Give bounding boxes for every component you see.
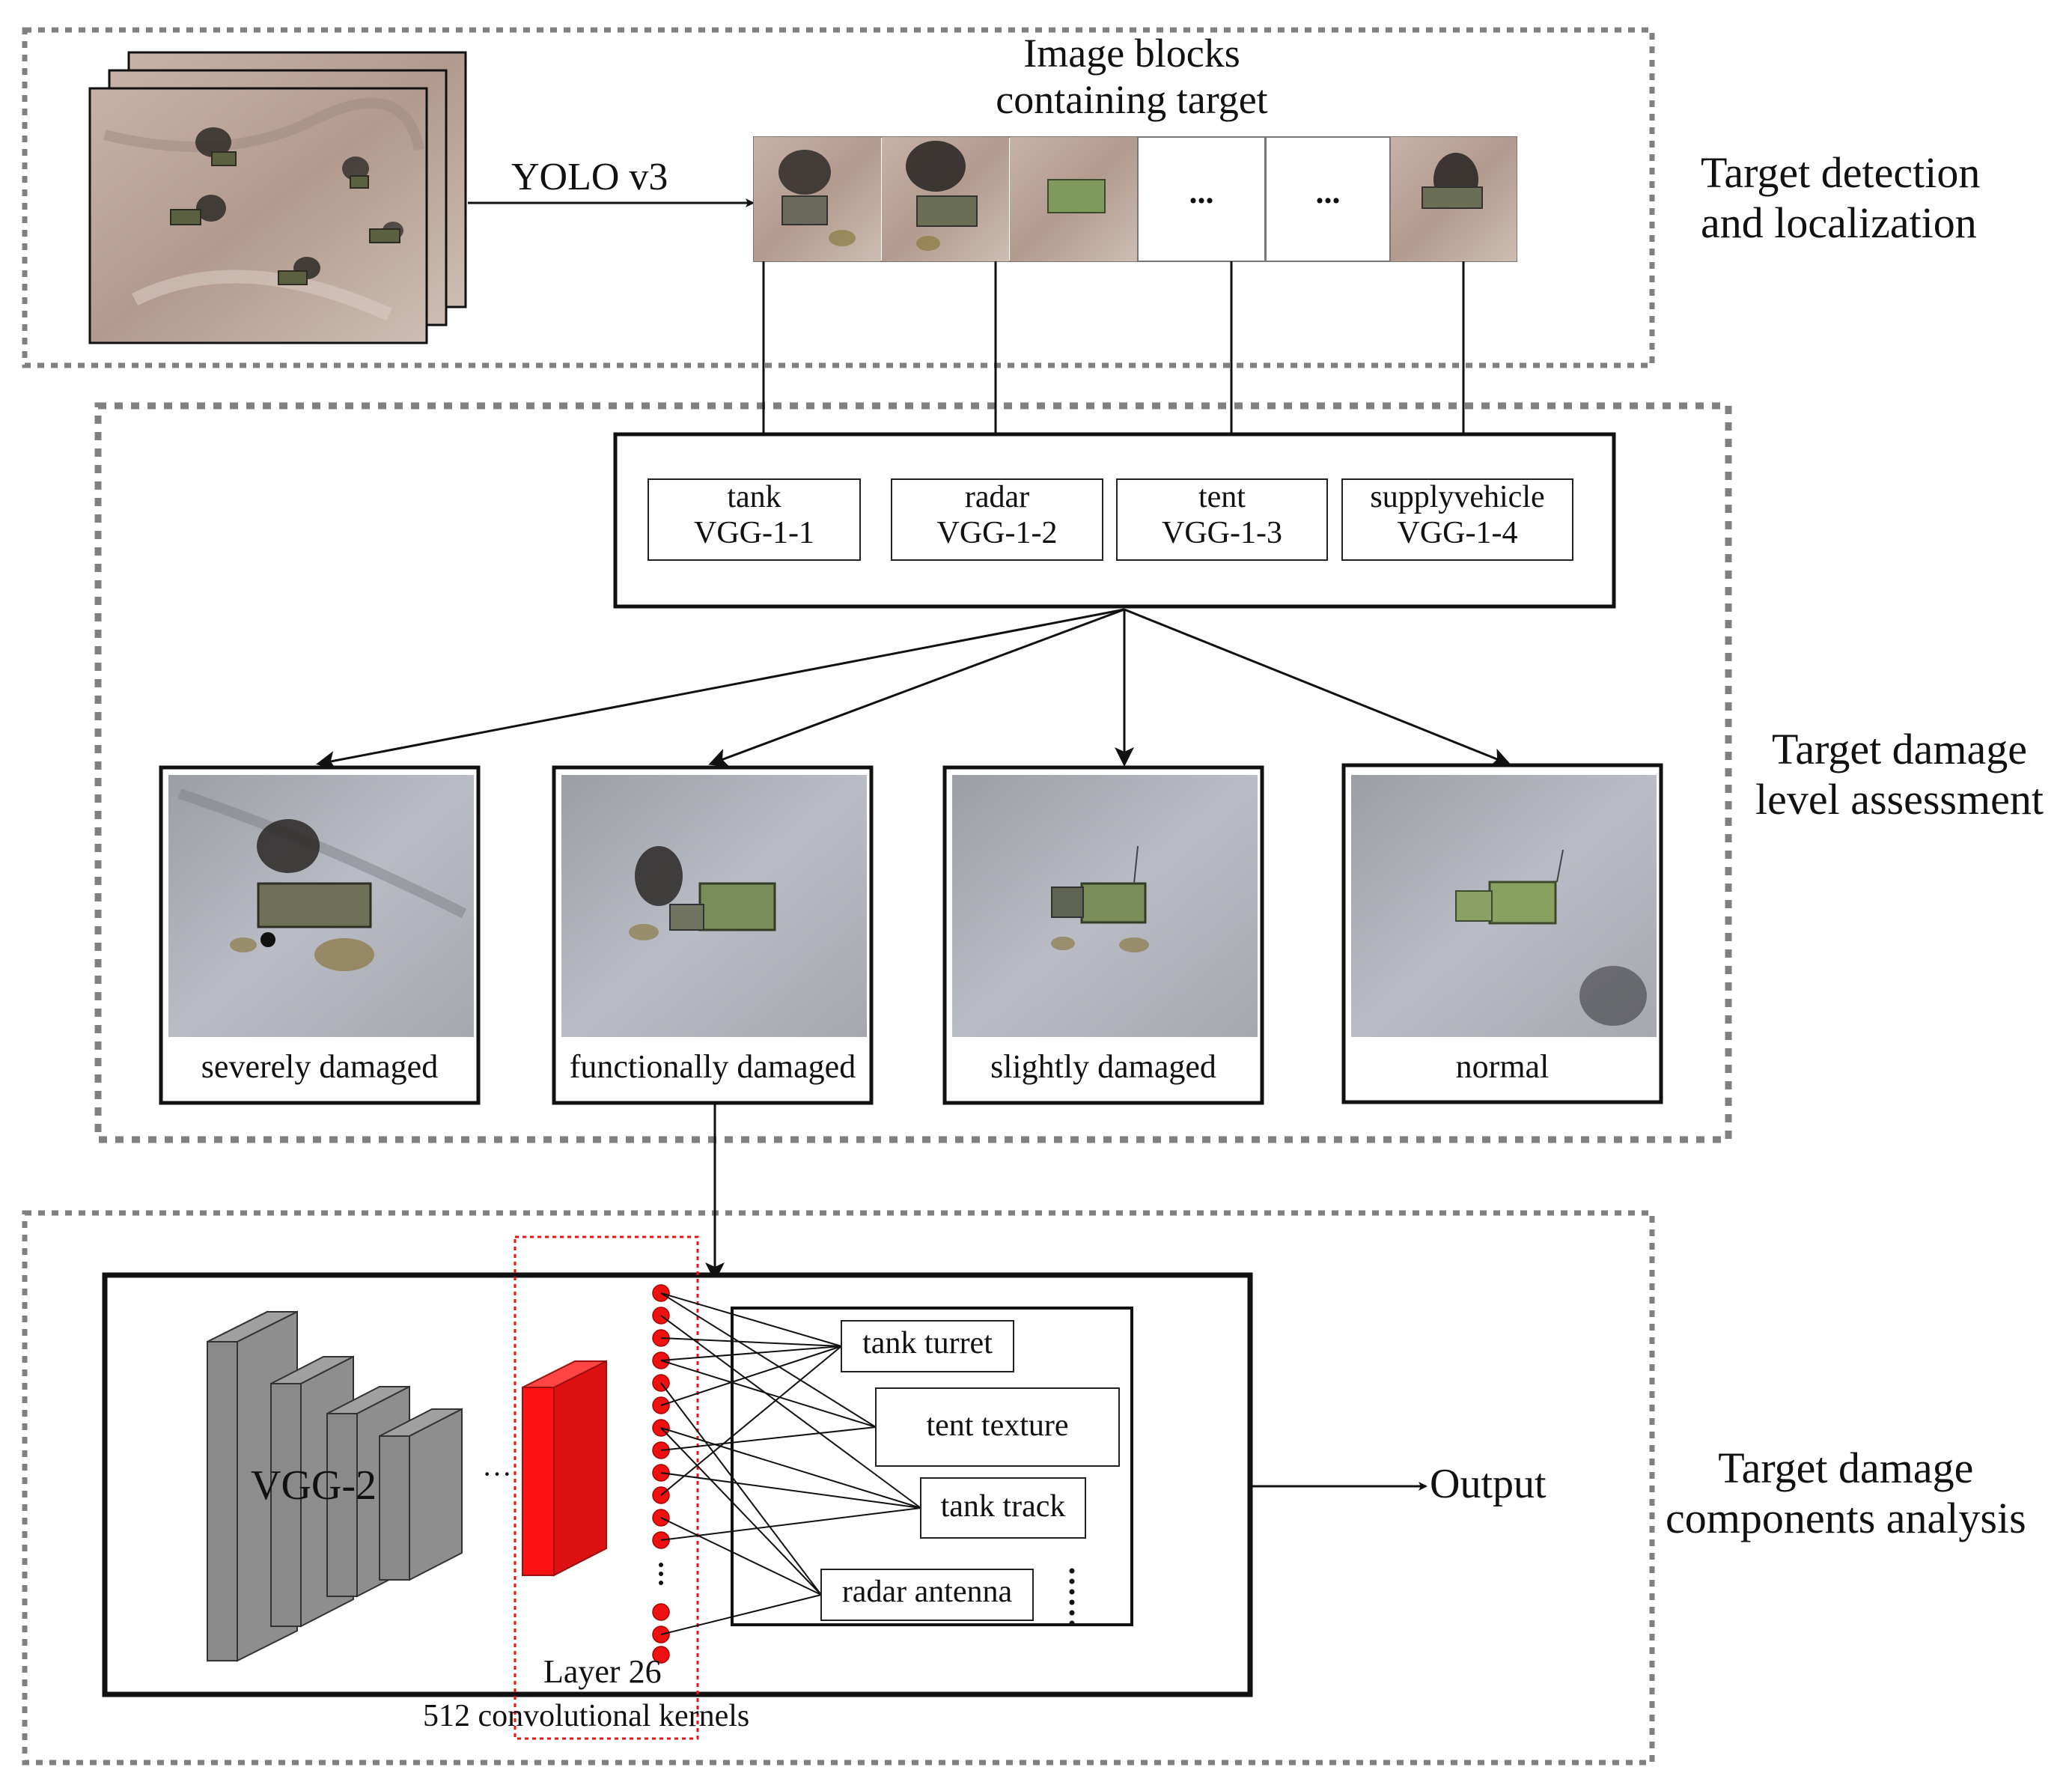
stage-damage-level-frame [94, 402, 1732, 1143]
stage-title-components-line1: Target damage [1718, 1444, 1974, 1492]
damage-label-1: severely damaged [201, 1048, 439, 1085]
ellipsis-block-4: ... [1189, 174, 1214, 210]
stage-title-damage-level-line2: level assessment [1755, 774, 2044, 824]
classifier-box-2 [891, 478, 1103, 561]
classifier-target-2: radar [964, 480, 1030, 514]
kernel-link [660, 1472, 921, 1509]
stage-title-detection-line1: Target detection [1701, 148, 1981, 197]
components-vertical-ellipsis [1069, 1568, 1075, 1626]
classifier-model-3: VGG-1-3 [1162, 516, 1282, 551]
damage-label-3: slightly damaged [990, 1048, 1216, 1085]
kernel-link [660, 1427, 921, 1509]
layer26-block [522, 1360, 607, 1577]
damage-label-2: functionally damaged [569, 1048, 856, 1085]
aerial-image-stack [88, 51, 467, 344]
kernel-links [660, 1292, 921, 1635]
vehicle-icon [170, 151, 400, 285]
kernel-link [660, 1337, 842, 1347]
classifier-model-4: VGG-1-4 [1397, 516, 1518, 551]
ellipsis-block-5: ... [1315, 174, 1341, 210]
components-inner-frame [731, 1307, 1133, 1626]
image-block-6 [1391, 137, 1517, 261]
component-label-radar-antenna: radar antenna [841, 1575, 1013, 1609]
layer26-highlight [514, 1235, 699, 1740]
component-label-tent-texture: tent texture [926, 1408, 1069, 1443]
kernel-link [660, 1426, 877, 1451]
classifier-label-1: tank VGG-1-1 [648, 479, 860, 552]
classifier-target-3: tent [1198, 480, 1246, 514]
image-blocks-label-line2: containing target [996, 77, 1268, 123]
image-block-1 [754, 137, 881, 261]
kernel-link [660, 1292, 842, 1347]
stage-detection-frame [22, 27, 1655, 368]
kernel-link [660, 1382, 822, 1596]
stage-components-frame [22, 1210, 1655, 1766]
kernel-link [660, 1292, 877, 1428]
component-box-tent-texture [875, 1387, 1120, 1467]
component-box-tank-track [920, 1477, 1086, 1539]
yolo-label: YOLO v3 [511, 156, 668, 198]
kernel-link [660, 1507, 921, 1541]
damage-card-2 [552, 765, 874, 1105]
layer26-label: Layer 26 [543, 1653, 662, 1690]
smoke-icon [195, 127, 403, 279]
damage-card-1 [159, 765, 481, 1105]
image-block-2 [882, 137, 1009, 261]
kernel-link [660, 1517, 822, 1596]
damage-label-4: normal [1455, 1048, 1550, 1085]
kernel-link [660, 1427, 822, 1596]
kernel-link [660, 1315, 921, 1509]
kernel-dot [652, 1646, 670, 1664]
classifier-to-level-arrows [316, 608, 1511, 770]
classifier-label-2: radar VGG-1-2 [892, 479, 1103, 552]
stage-title-components: Target damage components analysis [1666, 1444, 2026, 1543]
kernel-link [660, 1345, 842, 1361]
kernel-link [660, 1360, 877, 1428]
classifier-target-1: tank [727, 480, 781, 514]
network-ellipsis: ··· [482, 1457, 512, 1491]
classifier-target-4: supplyvehicle [1370, 480, 1545, 514]
classifier-label-3: tent VGG-1-3 [1117, 479, 1327, 552]
stage-title-detection: Target detection and localization [1701, 148, 1980, 248]
classifier-box-3 [1116, 478, 1328, 561]
classifier-model-2: VGG-1-2 [936, 516, 1058, 551]
image-blocks-strip [753, 136, 1517, 262]
kernel-vertical-ellipsis [659, 1563, 663, 1585]
component-box-radar-antenna [820, 1569, 1034, 1621]
image-block-5 [1265, 136, 1391, 262]
vgg2-label: VGG-2 [251, 1462, 377, 1509]
output-label: Output [1430, 1461, 1547, 1507]
classifier-model-1: VGG-1-1 [694, 516, 814, 551]
component-label-tank-track: tank track [940, 1489, 1066, 1524]
stage-title-components-line2: components analysis [1666, 1493, 2026, 1542]
damage-card-4 [1341, 763, 1663, 1104]
component-box-tank-turret [841, 1320, 1014, 1372]
stage-title-damage-level-line1: Target damage [1771, 725, 2028, 773]
vgg2-network [207, 1310, 463, 1662]
component-label-tank-turret: tank turret [862, 1326, 993, 1360]
image-block-3 [1010, 137, 1137, 261]
kernel-dot [652, 1603, 670, 1621]
classifier-box-1 [648, 478, 861, 561]
image-blocks-label: Image blocks containing target [907, 30, 1356, 123]
kernel-link [660, 1345, 842, 1496]
damage-card-3 [942, 765, 1264, 1105]
classifier-box-4 [1341, 478, 1573, 561]
stage-title-detection-line2: and localization [1701, 198, 1977, 247]
classifier-label-4: supplyvehicle VGG-1-4 [1342, 479, 1573, 552]
stage-title-damage-level: Target damage level assessment [1755, 725, 2044, 824]
kernel-link [660, 1594, 822, 1635]
kernel-link [660, 1345, 842, 1406]
image-blocks-label-line1: Image blocks [1023, 31, 1240, 76]
kernels-label: 512 convolutional kernels [423, 1699, 750, 1733]
